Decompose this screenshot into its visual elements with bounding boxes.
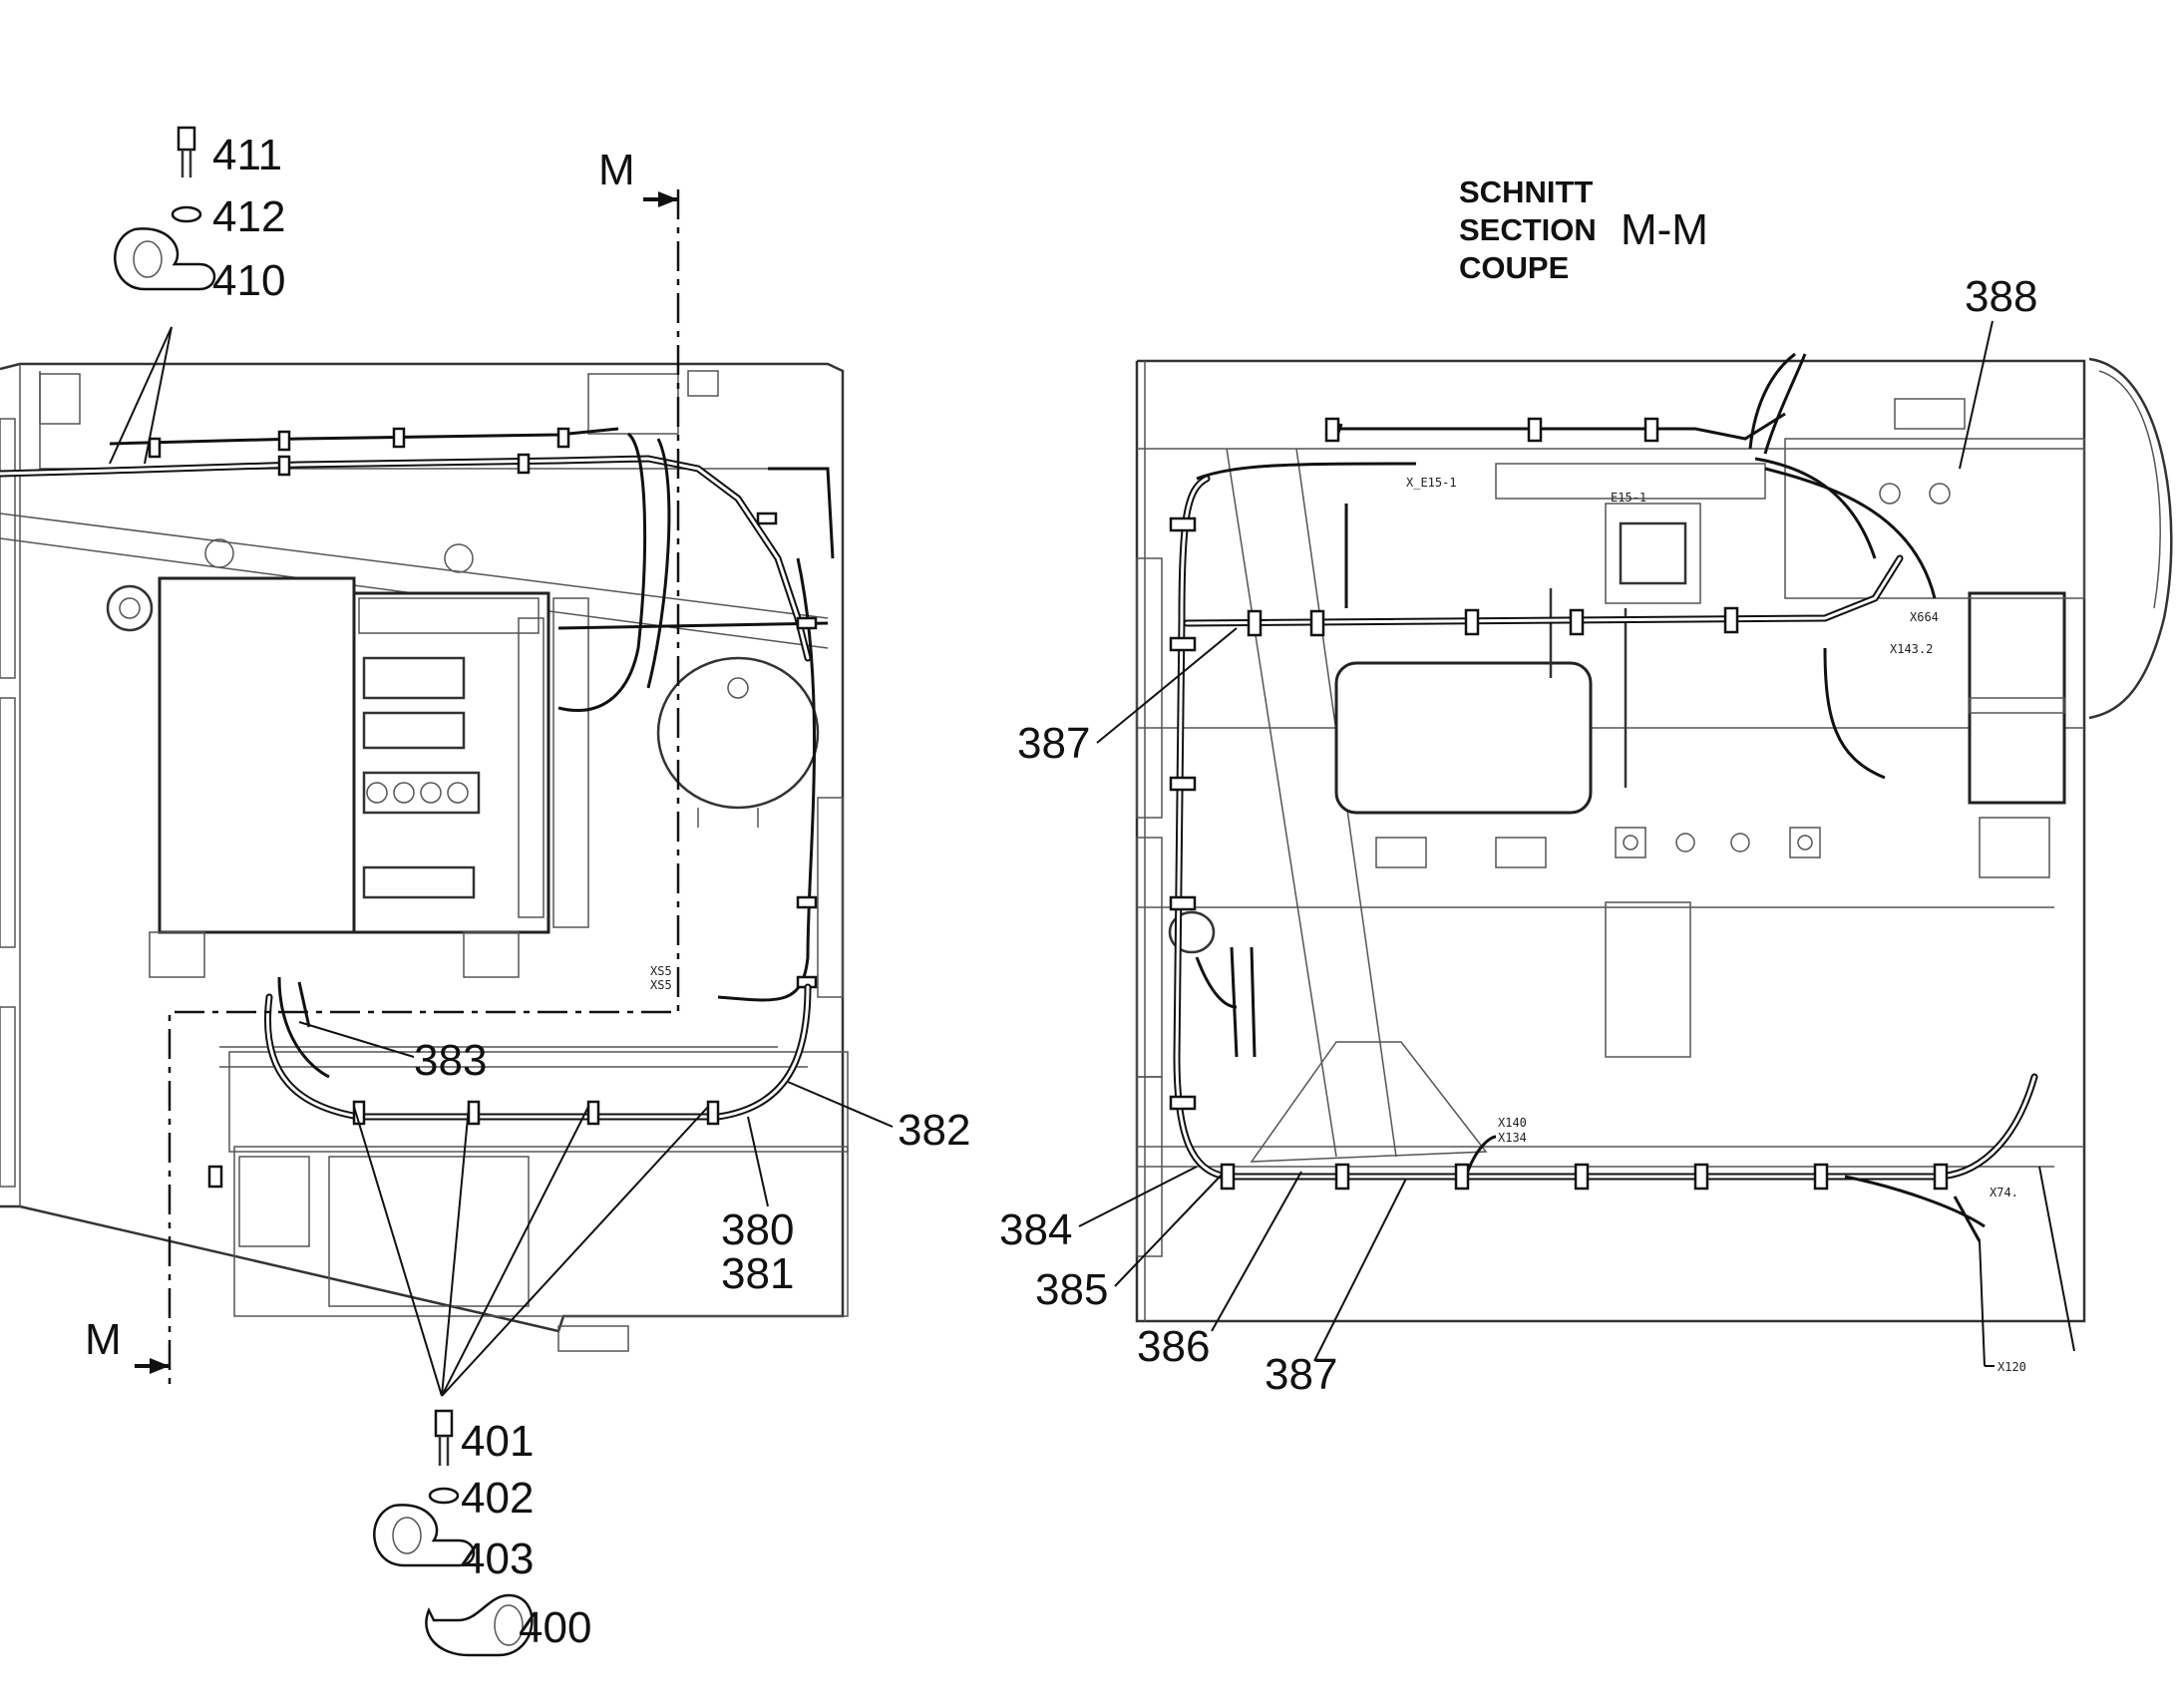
left-callouts: 411 412 410 383 382 380 381 401 402 403 … bbox=[212, 131, 970, 1652]
callout-386: 386 bbox=[1137, 1322, 1210, 1371]
section-cut-line: M M bbox=[85, 146, 680, 1386]
heading-coupe: COUPE bbox=[1459, 250, 1569, 285]
callout-411: 411 bbox=[212, 131, 282, 179]
label-x134: X134 bbox=[1498, 1131, 1527, 1145]
callout-384: 384 bbox=[999, 1205, 1072, 1254]
callout-402: 402 bbox=[461, 1474, 534, 1523]
section-heading: SCHNITT SECTION COUPE M-M bbox=[1459, 174, 1708, 285]
left-lower-harness bbox=[207, 976, 812, 1189]
cut-mark-bottom: M bbox=[85, 1315, 122, 1364]
callout-381: 381 bbox=[721, 1249, 794, 1298]
cut-mark-top: M bbox=[598, 146, 635, 194]
label-x-e15-1: X_E15-1 bbox=[1406, 476, 1457, 490]
left-upper-harness bbox=[0, 427, 835, 1002]
right-callouts: 388 387 384 385 386 387 bbox=[999, 272, 2037, 1399]
callout-400: 400 bbox=[519, 1603, 591, 1652]
callout-387-upper: 387 bbox=[1017, 719, 1090, 768]
label-x120: X120 bbox=[1998, 1360, 2026, 1374]
callout-380: 380 bbox=[721, 1205, 794, 1254]
right-leaders bbox=[1078, 320, 2075, 1367]
callout-383: 383 bbox=[414, 1036, 487, 1085]
left-cabinet bbox=[149, 576, 589, 978]
label-xs5-b: XS5 bbox=[650, 978, 672, 992]
label-x74: X74. bbox=[1990, 1186, 2018, 1199]
callout-388: 388 bbox=[1965, 272, 2037, 321]
right-connector-labels: X_E15-1 E15-1 X664 X143.2 X140 X134 X74.… bbox=[1406, 476, 2026, 1374]
clamp-assembly-top bbox=[109, 126, 216, 465]
label-e15-1: E15-1 bbox=[1611, 491, 1646, 505]
callout-401: 401 bbox=[461, 1417, 534, 1466]
heading-designation: M-M bbox=[1621, 205, 1708, 254]
heading-section: SECTION bbox=[1459, 212, 1597, 247]
callout-403: 403 bbox=[461, 1535, 534, 1583]
label-x664: X664 bbox=[1910, 610, 1939, 624]
left-leaders bbox=[298, 1021, 894, 1207]
label-xs5-a: XS5 bbox=[650, 964, 672, 978]
callout-385: 385 bbox=[1035, 1265, 1108, 1314]
callout-387-lower: 387 bbox=[1265, 1350, 1337, 1399]
callout-412: 412 bbox=[212, 192, 285, 241]
heading-schnitt: SCHNITT bbox=[1459, 174, 1593, 209]
callout-410: 410 bbox=[212, 256, 285, 305]
right-view: SCHNITT SECTION COUPE M-M bbox=[999, 174, 2173, 1399]
left-connector-labels: XS5 XS5 bbox=[650, 964, 672, 992]
right-housing bbox=[1135, 357, 2173, 1323]
left-view: M M bbox=[0, 126, 970, 1657]
label-x143-2: X143.2 bbox=[1890, 642, 1933, 656]
right-harnesses bbox=[1169, 352, 2038, 1242]
callout-382: 382 bbox=[898, 1106, 970, 1155]
label-x140: X140 bbox=[1498, 1116, 1527, 1130]
clamp-assembly-bottom bbox=[353, 1106, 709, 1657]
